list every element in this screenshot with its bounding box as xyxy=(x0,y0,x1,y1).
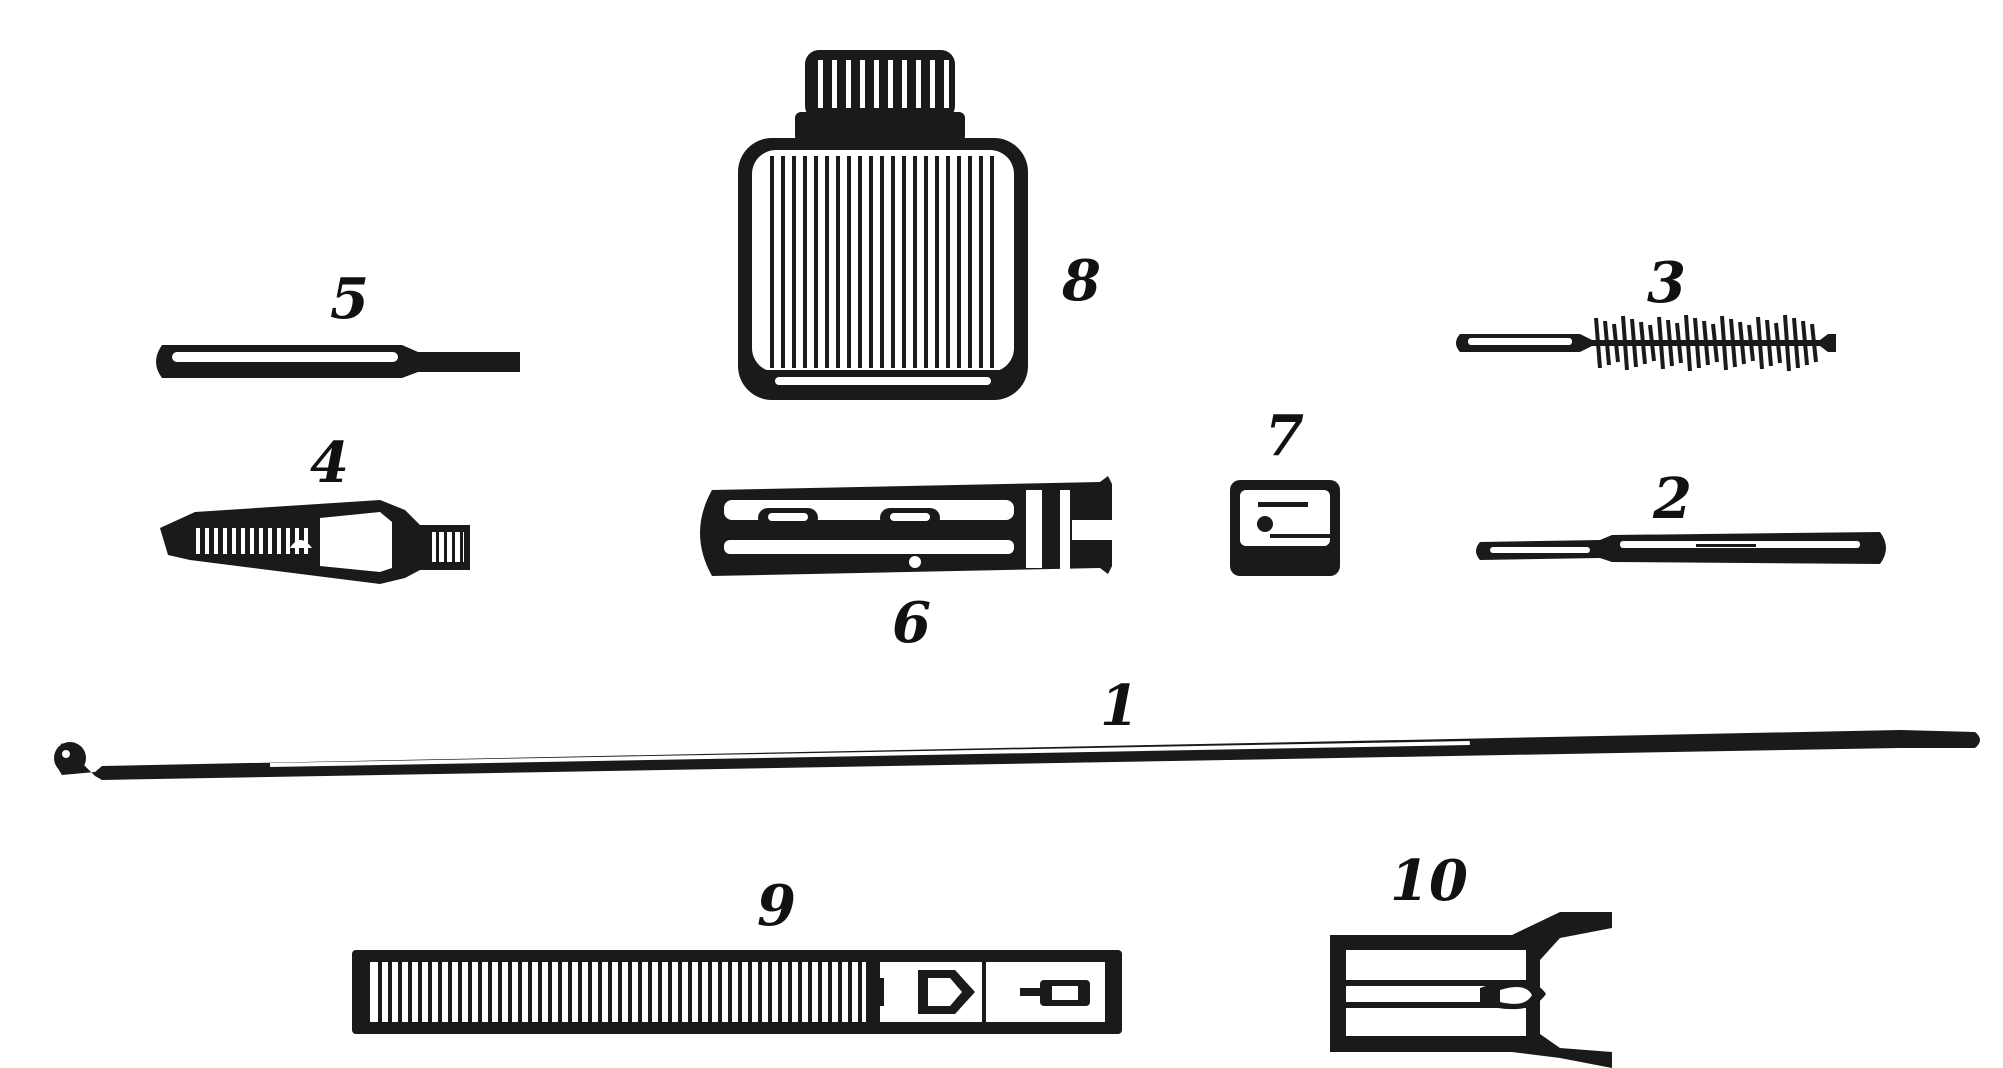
screwdriver-drawing xyxy=(160,500,470,584)
part-label-10: 10 xyxy=(1390,848,1468,914)
part-label-4: 4 xyxy=(310,430,349,496)
part-label-1: 1 xyxy=(1100,673,1139,739)
part-label-8: 8 xyxy=(1061,248,1101,314)
jag-drawing xyxy=(1476,532,1886,564)
part-label-2: 2 xyxy=(1652,466,1692,532)
part-label-6: 6 xyxy=(892,590,931,656)
part-label-3: 3 xyxy=(1647,250,1686,316)
part-label-9: 9 xyxy=(757,873,796,939)
part-label-7: 7 xyxy=(1265,403,1304,469)
case-drawing xyxy=(700,476,1114,576)
part-label-5: 5 xyxy=(330,266,369,332)
rod-drawing xyxy=(54,730,1980,780)
cap-drawing xyxy=(1230,480,1340,576)
drift-drawing xyxy=(156,345,520,378)
sheath-drawing xyxy=(352,950,1122,1034)
brush-drawing xyxy=(1456,314,1836,372)
front-sight-tool-drawing xyxy=(1330,912,1612,1068)
oiler-drawing xyxy=(738,50,1028,400)
